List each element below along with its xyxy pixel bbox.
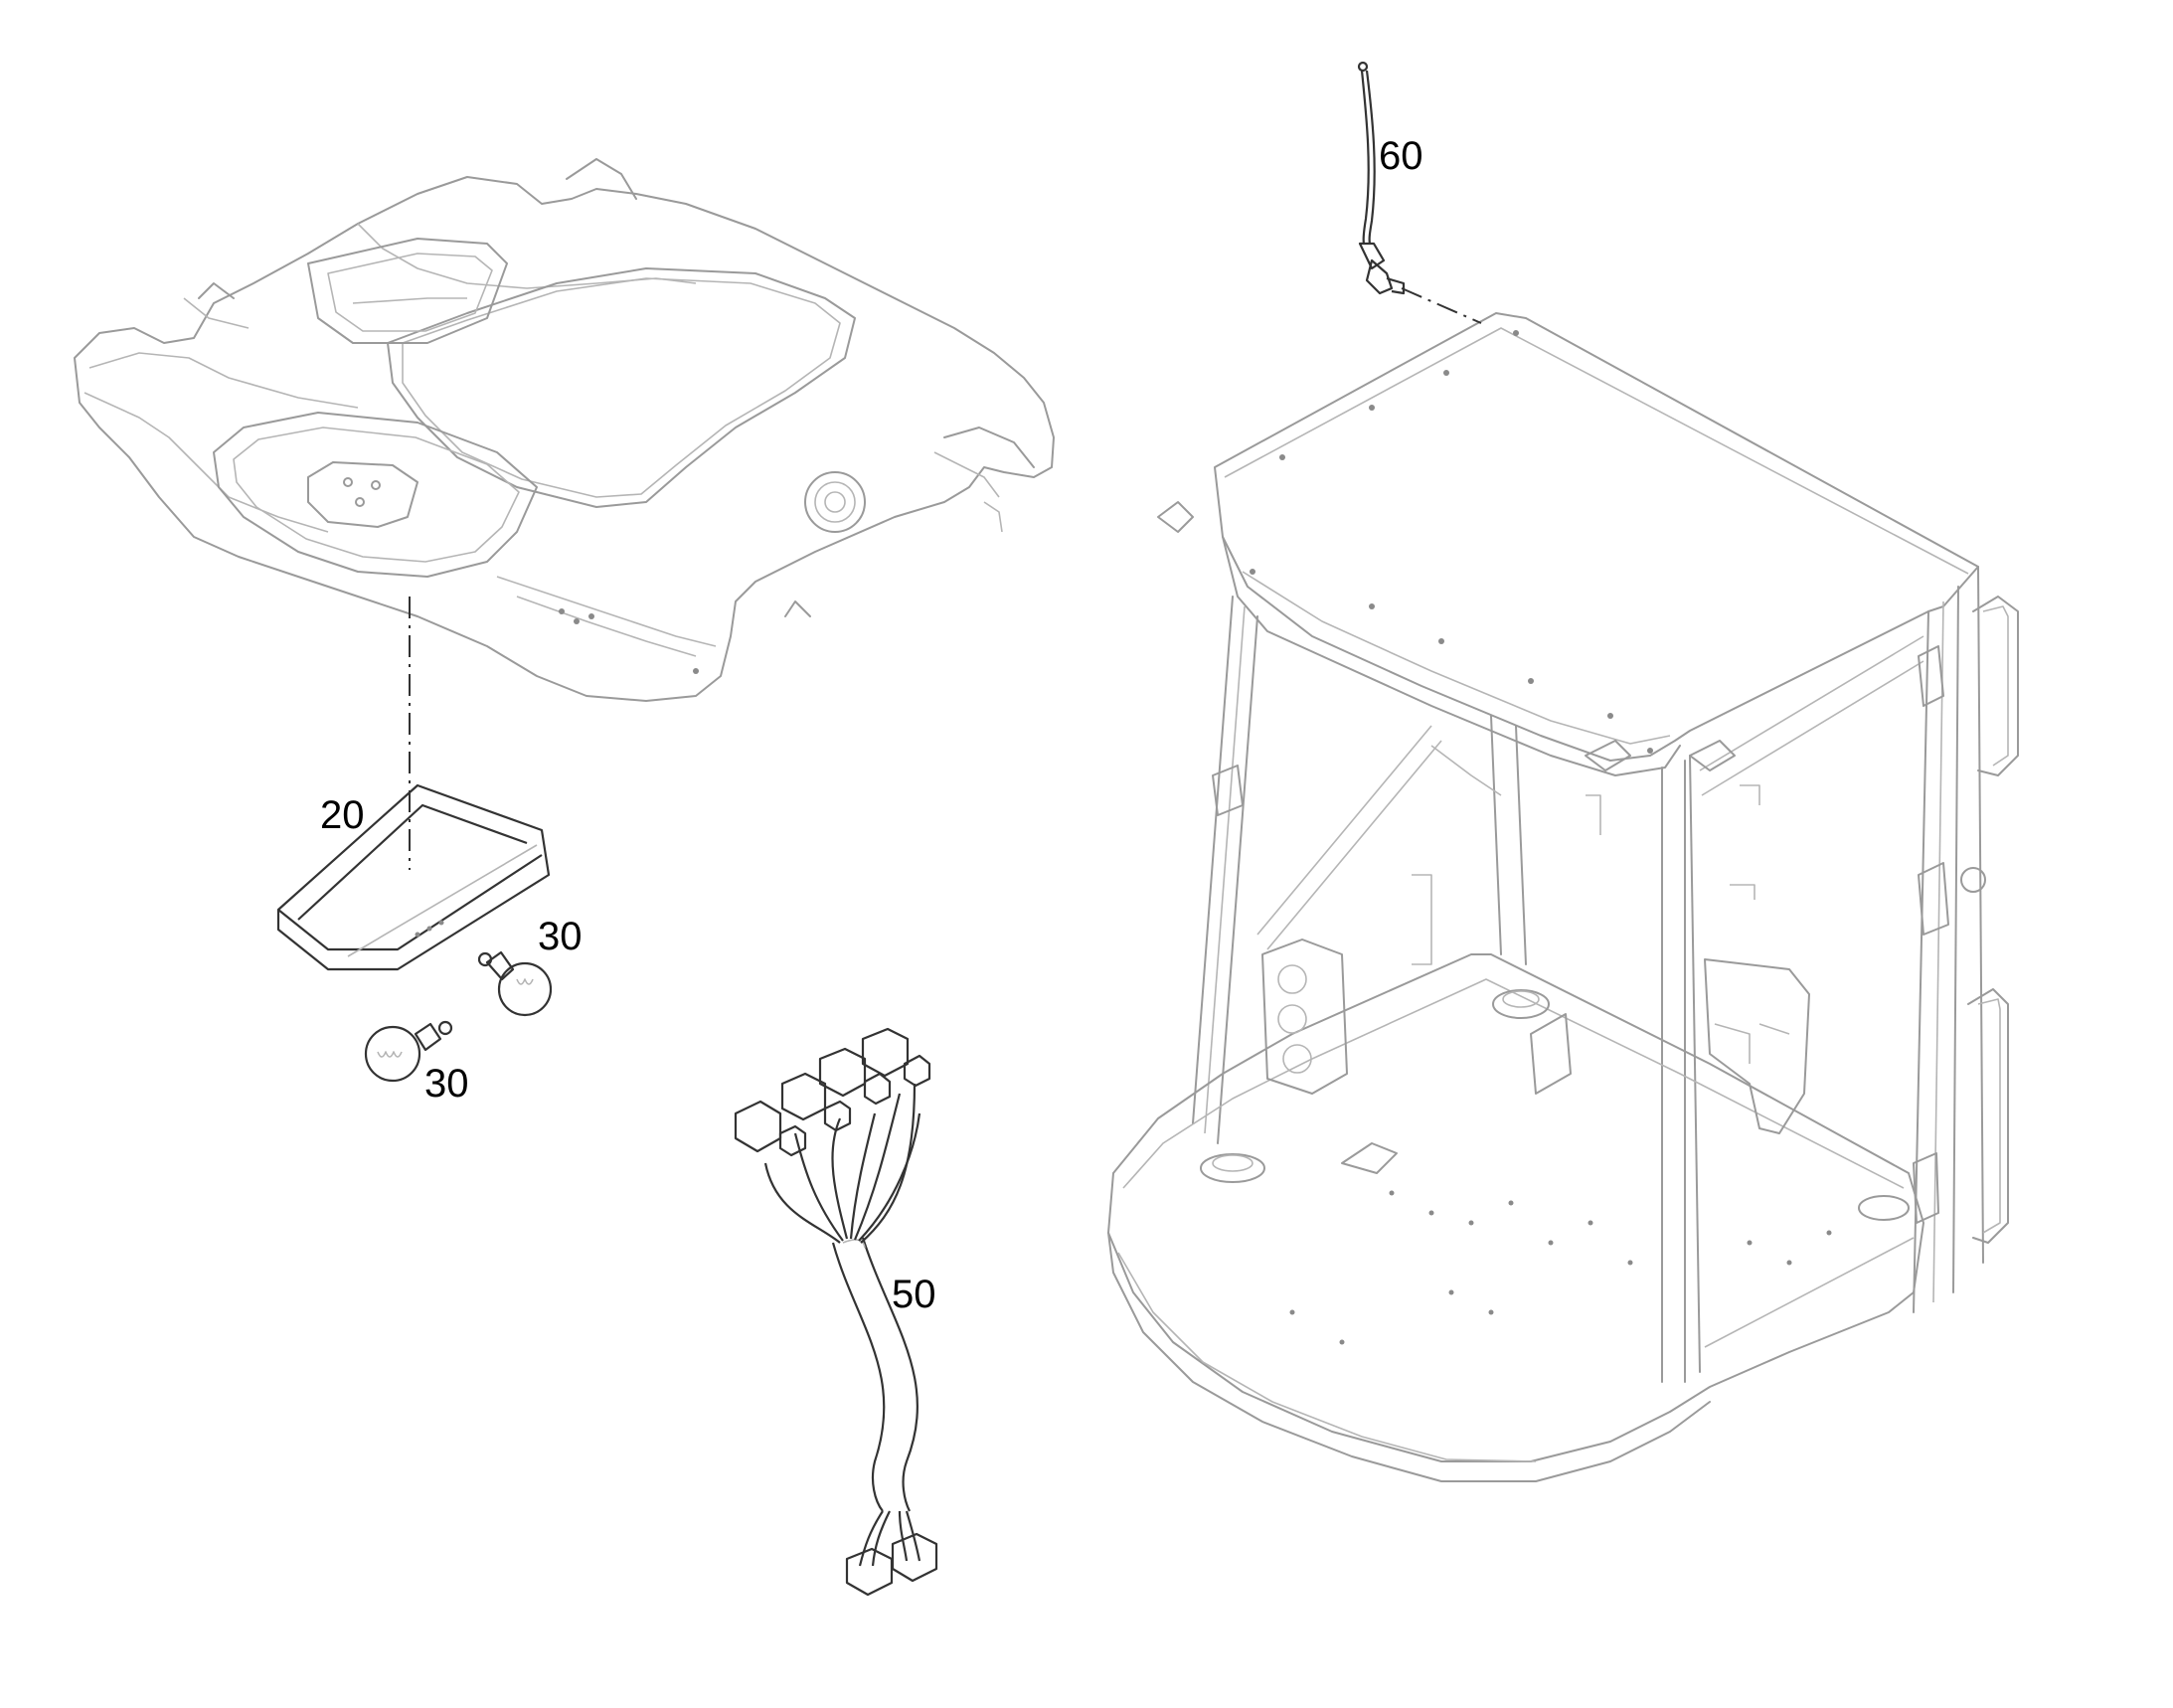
part-label-20: 20 — [320, 793, 365, 837]
part-label-60: 60 — [1379, 134, 1423, 178]
roof-liner-drawing[interactable] — [74, 158, 1055, 702]
part-label-30-upper: 30 — [538, 915, 583, 958]
bulb-lower-drawing[interactable] — [364, 1020, 453, 1083]
part-label-30-lower: 30 — [424, 1062, 469, 1106]
cab-frame-drawing[interactable] — [1107, 312, 2019, 1482]
wiring-harness-drawing[interactable] — [734, 1027, 938, 1597]
interior-lamp-drawing[interactable] — [276, 783, 551, 971]
bulb-upper-drawing[interactable] — [477, 950, 553, 1017]
antenna-drawing[interactable] — [1357, 61, 1406, 295]
part-label-50: 50 — [892, 1273, 936, 1316]
antenna-center-line — [1401, 287, 1482, 324]
